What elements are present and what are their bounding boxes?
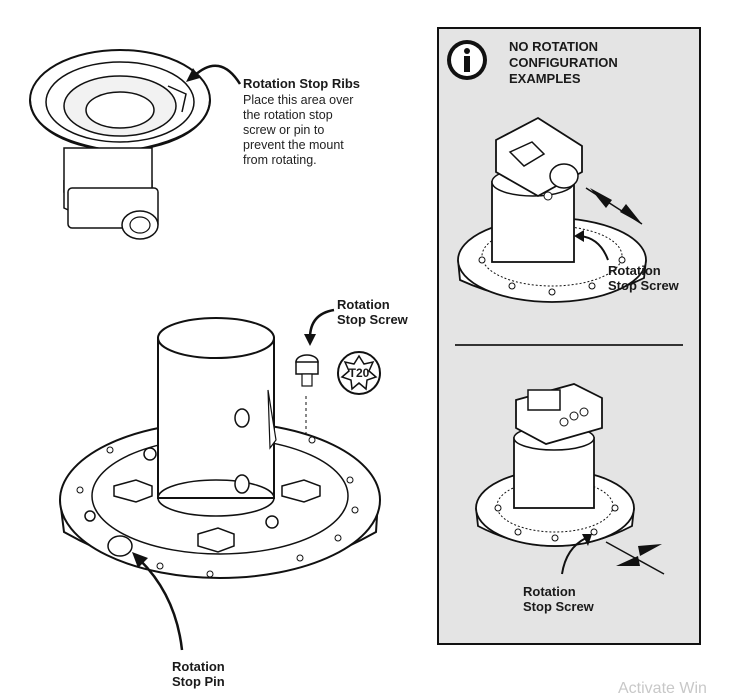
ribs-title: Rotation Stop Ribs — [243, 76, 360, 91]
panel-divider — [455, 344, 683, 346]
info-title-line: CONFIGURATION — [509, 55, 618, 70]
example-2-line: Rotation — [523, 584, 576, 599]
ribs-line: prevent the mount — [243, 138, 344, 152]
ribs-line: the rotation stop — [243, 108, 333, 122]
ribs-line: from rotating. — [243, 153, 317, 167]
example-1-arrow — [574, 230, 609, 261]
example-2-label: Rotation Stop Screw — [523, 584, 594, 614]
example-1-illustration — [457, 116, 647, 303]
example-1-label: Rotation Stop Screw — [608, 263, 679, 293]
pinch-arrows-2 — [605, 541, 665, 575]
example-2-illustration — [475, 383, 635, 547]
info-icon — [447, 40, 487, 80]
stop-screw-illustration — [295, 354, 319, 387]
example-2-arrow — [561, 534, 592, 575]
torx-label: T20 — [348, 366, 370, 380]
ribs-description: Place this area over the rotation stop s… — [243, 93, 353, 168]
info-title-line: EXAMPLES — [509, 71, 581, 86]
info-panel-title: NO ROTATION CONFIGURATION EXAMPLES — [509, 39, 618, 87]
ribs-line: Place this area over — [243, 93, 354, 107]
example-2-line: Stop Screw — [523, 599, 594, 614]
ribs-arrow — [186, 64, 242, 85]
stop-pin-label: Rotation Stop Pin — [172, 659, 225, 689]
stop-pin-line: Stop Pin — [172, 674, 225, 689]
base-plate-illustration — [59, 317, 381, 579]
mount-ribs-illustration — [29, 49, 211, 240]
ribs-line: screw or pin to — [243, 123, 325, 137]
stop-screw-line: Rotation — [337, 297, 390, 312]
info-title-line: NO ROTATION — [509, 39, 599, 54]
stop-pin-line: Rotation — [172, 659, 225, 674]
stop-pin-arrow — [132, 552, 184, 651]
stop-screw-arrow — [304, 308, 335, 346]
example-1-line: Rotation — [608, 263, 661, 278]
stop-screw-line: Stop Screw — [337, 312, 408, 327]
torx-icon — [337, 351, 381, 395]
activate-windows-watermark: Activate Win — [618, 680, 707, 697]
stop-screw-label: Rotation Stop Screw — [337, 297, 408, 327]
pinch-arrows-1 — [585, 187, 643, 225]
example-1-line: Stop Screw — [608, 278, 679, 293]
